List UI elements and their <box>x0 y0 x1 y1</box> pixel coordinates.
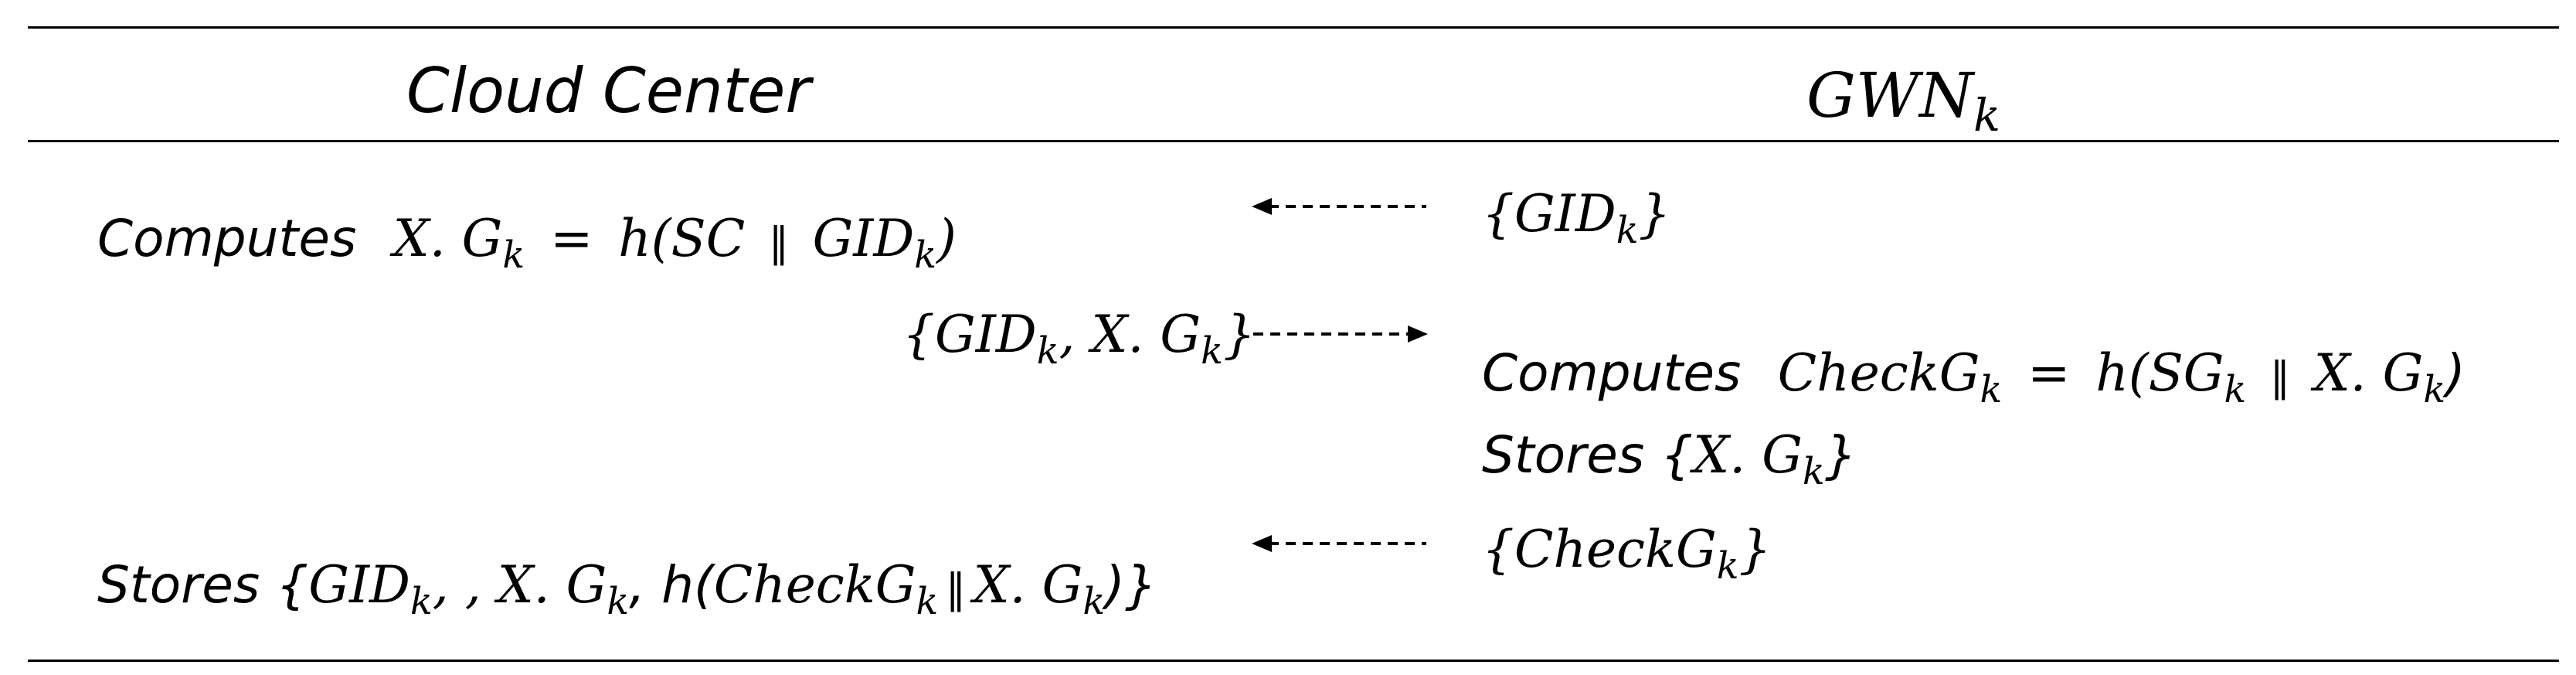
cloud-computes-verb: Computes <box>97 209 357 268</box>
msg-sent-close: } <box>1222 305 1256 364</box>
msg-sent-sub1: k <box>1036 330 1059 373</box>
msg-gid-sub: k <box>1616 210 1639 253</box>
header-cloud-center: Cloud Center <box>406 55 811 127</box>
cloud-stores-sep1: , , <box>432 555 498 615</box>
gwn-computes-fn-sub: k <box>2224 369 2247 412</box>
cloud-stores-a: GID <box>308 555 410 615</box>
cloud-stores-c: CheckG <box>713 555 916 615</box>
gwn-computes-lhs: CheckG <box>1777 343 1980 403</box>
gwn-computes-equals: = <box>2027 343 2071 403</box>
cloud-stores-verb: Stores { <box>97 555 309 615</box>
cloud-stores-d-sub: k <box>1082 581 1106 624</box>
cloud-computes-line: Computes X. Gk = h(SC ‖ GIDk) <box>97 213 957 274</box>
cloud-message-gid-xg: {GIDk, X. Gk} <box>902 309 1256 370</box>
gwn-computes-fn: h(SG <box>2095 343 2224 403</box>
msg-sent-sub2: k <box>1201 330 1223 373</box>
cloud-computes-fn: h(SC <box>618 209 746 268</box>
gwn-stores-verb: Stores { <box>1482 425 1694 485</box>
gwn-stores-close: } <box>1824 425 1857 485</box>
msg-gid-close: } <box>1638 184 1671 244</box>
arrow-gwn-to-cloud-checkg <box>1252 535 1426 552</box>
msg-sent-mid: , X. G <box>1059 305 1201 364</box>
cloud-computes-arg-sub: k <box>914 234 937 278</box>
cloud-stores-concat: ‖ <box>945 565 967 612</box>
gwn-message-checkg: {CheckGk} <box>1482 524 1772 585</box>
top-rule <box>28 26 2559 29</box>
cloud-computes-lhs-sub: k <box>502 234 525 278</box>
cloud-stores-line: Stores {GIDk, , X. Gk, h(CheckGk‖X. Gk)} <box>97 560 1157 621</box>
gwn-computes-close: ) <box>2445 343 2466 403</box>
cloud-stores-sep2: , h( <box>629 555 714 615</box>
cloud-stores-close: )} <box>1105 555 1157 615</box>
gwn-stores-value: X. G <box>1693 425 1803 485</box>
msg-check-close: } <box>1738 520 1772 579</box>
header-gwn: GWNk <box>1806 65 2000 138</box>
bottom-rule <box>28 660 2559 662</box>
cloud-computes-equals: = <box>550 209 593 268</box>
gwn-computes-lhs-sub: k <box>1980 369 2003 412</box>
header-gwn-sub: k <box>1973 90 2001 142</box>
arrow-cloud-to-gwn-xg <box>1253 326 1428 343</box>
cloud-computes-concat: ‖ <box>768 219 790 266</box>
gwn-computes-verb: Computes <box>1482 343 1742 403</box>
gwn-computes-arg: X. G <box>2313 343 2424 403</box>
cloud-computes-lhs: X. G <box>393 209 503 268</box>
msg-gid-open: {GID <box>1482 184 1616 244</box>
cloud-stores-d: X. G <box>973 555 1083 615</box>
gwn-stores-sub: k <box>1802 451 1825 494</box>
cloud-stores-a-sub: k <box>410 581 433 624</box>
header-rule <box>28 140 2559 142</box>
gwn-computes-line: Computes CheckGk = h(SGk ‖ X. Gk) <box>1482 348 2466 409</box>
cloud-computes-close: ) <box>936 209 957 268</box>
msg-check-open: {CheckG <box>1482 520 1717 579</box>
cloud-computes-arg: GID <box>812 209 915 268</box>
gwn-computes-arg-sub: k <box>2423 369 2446 412</box>
header-gwn-base: GWN <box>1806 60 1974 131</box>
cloud-stores-b: X. G <box>497 555 607 615</box>
msg-check-sub: k <box>1716 545 1739 588</box>
arrow-gwn-to-cloud-gid <box>1252 198 1426 215</box>
cloud-stores-b-sub: k <box>607 581 630 624</box>
gwn-stores-line: Stores {X. Gk} <box>1482 430 1857 491</box>
msg-sent-open: {GID <box>902 305 1037 364</box>
gwn-message-gid: {GIDk} <box>1482 189 1671 250</box>
gwn-computes-concat: ‖ <box>2269 353 2291 401</box>
cloud-stores-c-sub: k <box>916 581 939 624</box>
